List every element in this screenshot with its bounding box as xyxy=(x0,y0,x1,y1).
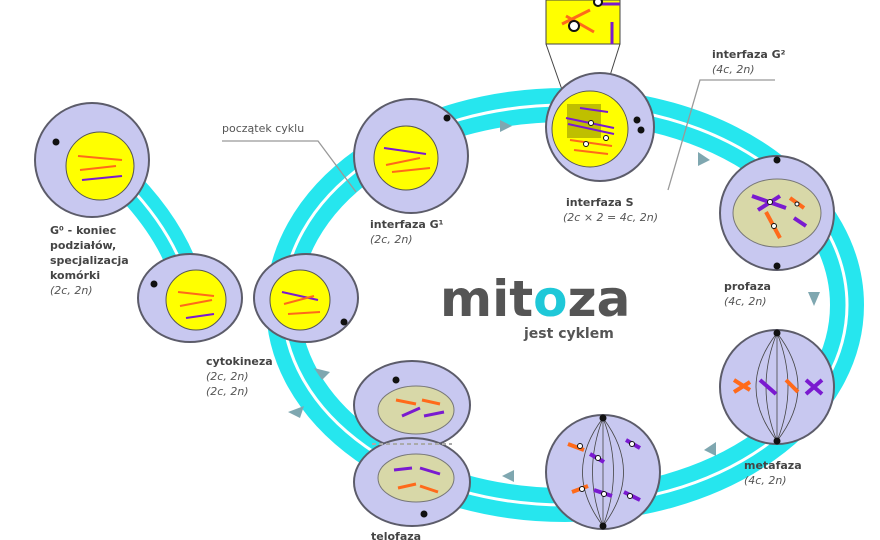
arrow-icon xyxy=(314,368,330,380)
prophase-label: profaza xyxy=(724,280,771,293)
g2-label: interfaza G² xyxy=(712,48,786,61)
cell-cytokinesis-right xyxy=(253,253,359,343)
g0-label: G⁰ - koniec podziałów, specjalizacja kom… xyxy=(50,224,129,297)
title-subtitle: jest cyklem xyxy=(523,326,614,342)
cell-telophase xyxy=(353,360,471,527)
cell-g0 xyxy=(34,102,150,218)
leader-lines xyxy=(222,79,775,193)
metaphase-label: metafaza xyxy=(744,459,802,472)
g2-formula: (4c, 2n) xyxy=(712,63,755,76)
start-leader xyxy=(222,140,357,193)
start-label: początek cyklu xyxy=(222,122,304,135)
cytokinesis-formula-a: (2c, 2n) xyxy=(206,370,249,383)
arrow-icon xyxy=(502,470,514,482)
cell-interphase-g1 xyxy=(353,98,469,214)
cell-cytokinesis-left xyxy=(137,253,243,343)
cell-prophase xyxy=(719,155,835,271)
svg-text:mitoza: mitoza xyxy=(440,270,630,328)
metaphase-formula: (4c, 2n) xyxy=(744,474,787,487)
arrow-icon xyxy=(808,292,820,306)
svg-text:G⁰ - koniec: G⁰ - koniec xyxy=(50,224,116,237)
cytokinesis-formula-b: (2c, 2n) xyxy=(206,385,249,398)
cell-interphase-s xyxy=(545,72,655,182)
g2-leader xyxy=(667,79,775,191)
svg-text:specjalizacja: specjalizacja xyxy=(50,254,129,267)
g1-label: interfaza G¹ xyxy=(370,218,444,231)
main-title: mitoza jest cyklem xyxy=(440,270,630,342)
svg-text:komórki: komórki xyxy=(50,269,100,282)
title-highlight: o xyxy=(533,270,567,328)
svg-text:podziałów,: podziałów, xyxy=(50,239,116,252)
arrow-icon xyxy=(288,406,304,418)
cell-anaphase xyxy=(545,414,661,530)
title-prefix: mit xyxy=(440,270,533,328)
cytokinesis-label: cytokineza xyxy=(206,355,273,368)
telophase-label: telofaza xyxy=(371,530,421,540)
cell-metaphase xyxy=(719,329,835,445)
arrow-icon xyxy=(500,120,512,132)
flow-arrows xyxy=(288,120,820,482)
g1-formula: (2c, 2n) xyxy=(370,233,413,246)
prophase-formula: (4c, 2n) xyxy=(724,295,767,308)
arrow-icon xyxy=(704,442,716,456)
s-label: interfaza S xyxy=(566,196,634,209)
title-suffix: za xyxy=(568,270,631,328)
s-formula: (2c × 2 = 4c, 2n) xyxy=(563,211,658,224)
svg-text:(2c, 2n): (2c, 2n) xyxy=(50,284,93,297)
arrow-icon xyxy=(698,152,710,166)
